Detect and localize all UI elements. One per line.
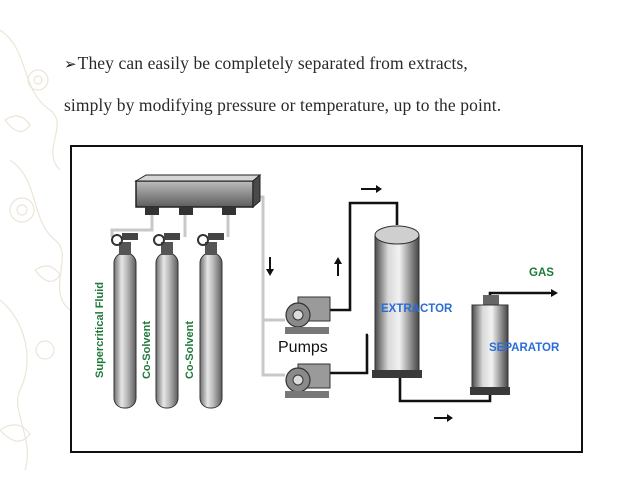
extraction-process-diagram: Supercritical Fluid Co-Solvent Co-Solven… [70, 145, 583, 453]
cylinder-label-supercritical-fluid: Supercritical Fluid [94, 282, 106, 378]
arrow-down-icon [266, 257, 274, 276]
separator-vessel [470, 295, 510, 395]
extractor-label: EXTRACTOR [381, 303, 453, 315]
manifold [134, 173, 262, 215]
flow-arrows [266, 185, 558, 422]
arrow-up-icon [334, 257, 342, 276]
pump-2 [285, 363, 331, 398]
arrow-right-icon-gas [540, 289, 558, 297]
line-1-text: They can easily be completely separated … [77, 53, 468, 73]
pump-1 [285, 296, 331, 334]
separator-label: SEPARATOR [489, 342, 560, 354]
cylinder-label-co-solvent-1: Co-Solvent [141, 321, 153, 379]
cylinder-2 [153, 233, 180, 409]
gas-label: GAS [529, 267, 554, 279]
extractor-vessel [372, 225, 422, 378]
bullet-text-line-2: simply by modifying pressure or temperat… [64, 95, 502, 115]
pumps-label: Pumps [278, 339, 328, 356]
bullet-text-line-1: ➢They can easily be completely separated… [64, 53, 468, 74]
cylinder-label-co-solvent-2: Co-Solvent [184, 321, 196, 379]
arrow-right-icon-top [361, 185, 382, 193]
bullet-arrow-icon: ➢ [64, 57, 77, 73]
arrow-right-icon-bottom [434, 414, 453, 422]
cylinder-1 [111, 233, 138, 409]
cylinder-3 [197, 233, 224, 409]
